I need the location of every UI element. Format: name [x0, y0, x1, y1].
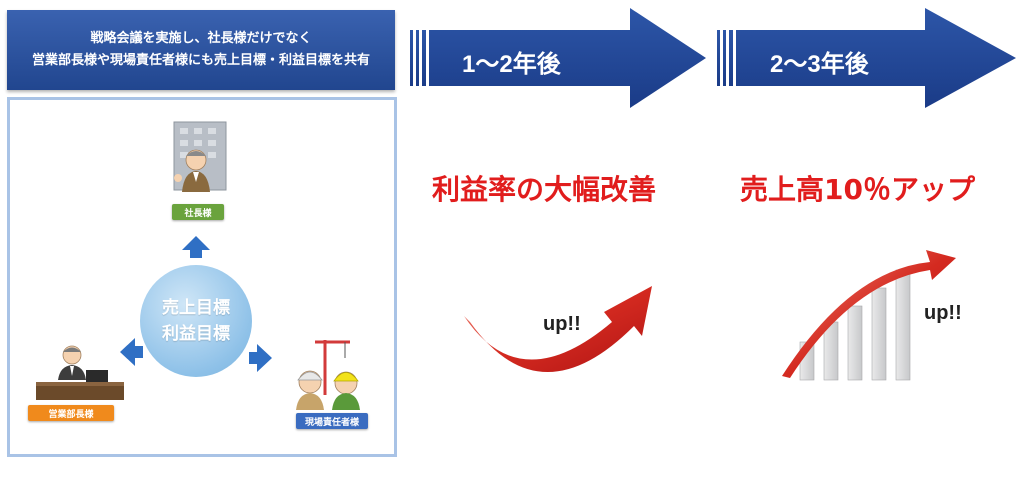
sales-manager-illustration	[36, 345, 124, 400]
connector-arrows	[120, 236, 272, 372]
timeline-arrow-2	[717, 8, 1016, 108]
up-badge-1: up!!	[543, 313, 581, 335]
site-manager-label: 現場責任者様	[296, 413, 368, 429]
timeline-period-1: 1～2年後	[462, 51, 561, 78]
arrow-left-icon	[120, 338, 143, 366]
up-badge-2: up!!	[924, 302, 962, 324]
goal-circle-line-1: 売上目標	[162, 298, 230, 318]
curved-up-arrow-icon	[464, 286, 652, 373]
header-banner: 戦略会議を実施し、社長様だけでなく 営業部長様や現場責任者様にも売上目標・利益目…	[7, 10, 395, 90]
goal-circle: 売上目標 利益目標	[140, 265, 252, 377]
timeline-result-2: 売上高10％アップ	[740, 173, 975, 206]
header-line-2: 営業部長様や現場責任者様にも売上目標・利益目標を共有	[31, 53, 370, 68]
president-illustration	[173, 121, 227, 192]
arrow-up-icon	[182, 236, 210, 258]
role-illustrations	[36, 121, 360, 410]
timeline-result-1: 利益率の大幅改善	[432, 173, 657, 206]
site-manager-illustration	[296, 340, 360, 410]
timeline-period-2: 2～3年後	[770, 51, 869, 78]
arrow-right-icon	[249, 344, 272, 372]
president-label: 社長様	[172, 204, 224, 220]
goal-circle-line-2: 利益目標	[162, 324, 230, 344]
timeline-arrow-1	[410, 8, 706, 108]
header-line-1: 戦略会議を実施し、社長様だけでなく	[90, 31, 312, 46]
sales-manager-label: 営業部長様	[28, 405, 114, 421]
rising-bars-icon	[782, 250, 956, 381]
